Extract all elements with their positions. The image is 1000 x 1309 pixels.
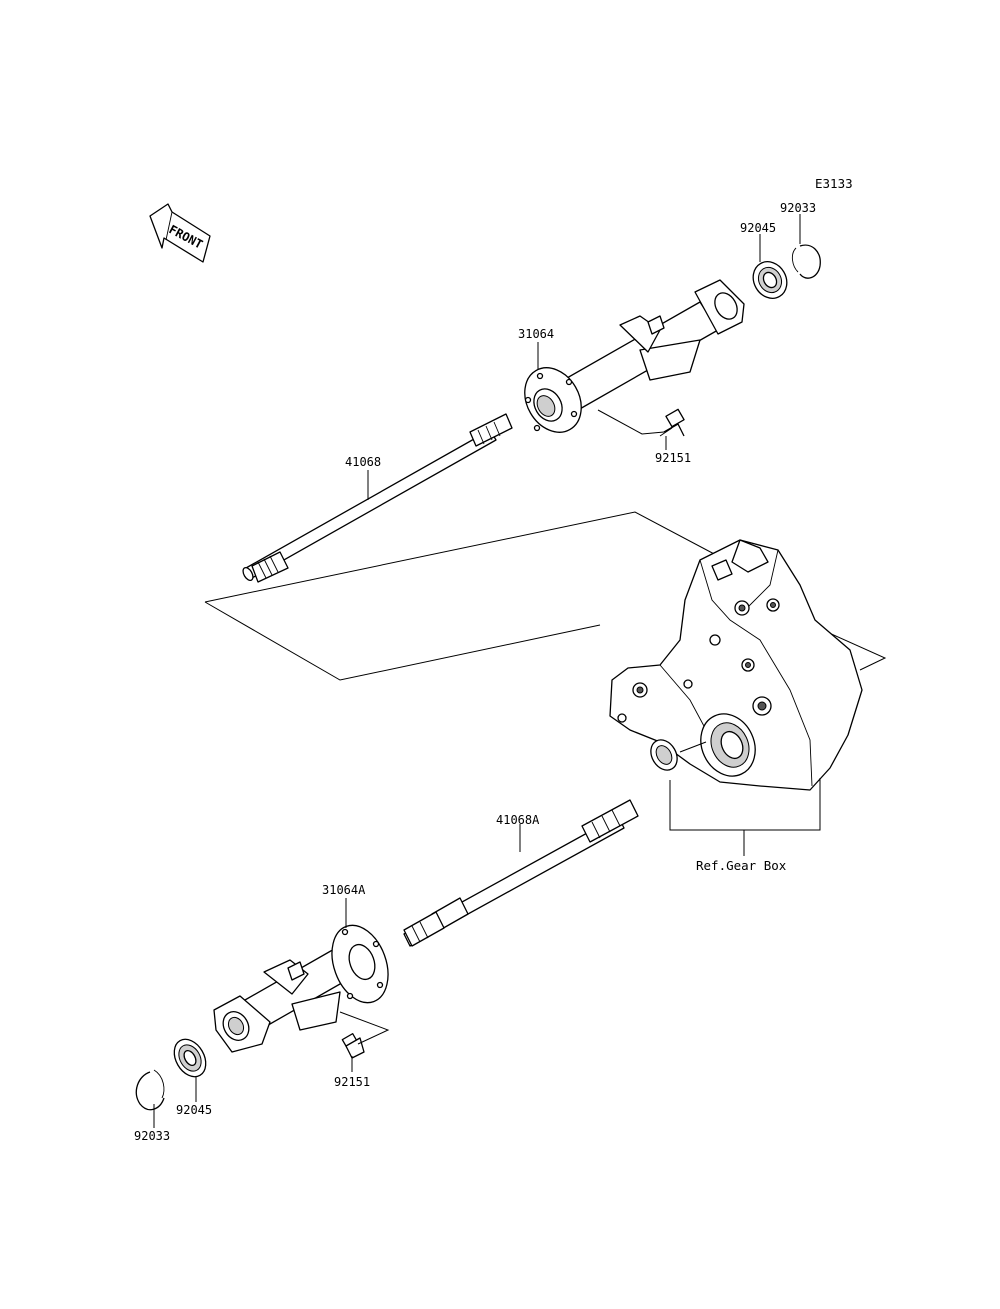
label-upper-bolt: 92151 [655, 451, 691, 465]
label-reference: Ref.Gear Box [696, 858, 787, 873]
diagram-code: E3133 [815, 176, 853, 191]
ref-bracket [669, 778, 821, 831]
lower-circlip[interactable] [135, 1069, 165, 1111]
label-lower-bearing: 92045 [176, 1103, 212, 1117]
lower-axle-housing[interactable] [213, 918, 398, 1053]
leader-seal [679, 741, 707, 753]
upper-axle-shaft[interactable] [241, 413, 513, 583]
upper-bolt[interactable] [659, 408, 685, 437]
label-upper-bearing: 92045 [740, 221, 776, 235]
upper-circlip[interactable] [791, 244, 821, 279]
lower-axle-shaft[interactable] [403, 799, 639, 947]
label-upper-circlip: 92033 [780, 201, 816, 215]
leader-upper-bolt-a [597, 409, 665, 435]
alignment-line-upper [204, 511, 719, 681]
front-arrow-icon: FRONT [149, 203, 211, 263]
upper-bearing[interactable] [747, 256, 794, 305]
label-lower-housing: 31064A [322, 883, 366, 897]
upper-axle-housing[interactable] [513, 279, 745, 442]
label-lower-shaft: 41068A [496, 813, 540, 827]
leader-lower-bolt-a [339, 1011, 390, 1045]
gear-box-seal[interactable] [646, 735, 683, 775]
label-upper-housing: 31064 [518, 327, 554, 341]
alignment-line-right [817, 627, 887, 671]
lower-bolt[interactable] [341, 1033, 365, 1059]
gear-box[interactable] [609, 539, 863, 791]
label-upper-shaft: 41068 [345, 455, 381, 469]
lower-bearing[interactable] [168, 1034, 212, 1083]
label-lower-circlip: 92033 [134, 1129, 170, 1143]
label-lower-bolt: 92151 [334, 1075, 370, 1089]
